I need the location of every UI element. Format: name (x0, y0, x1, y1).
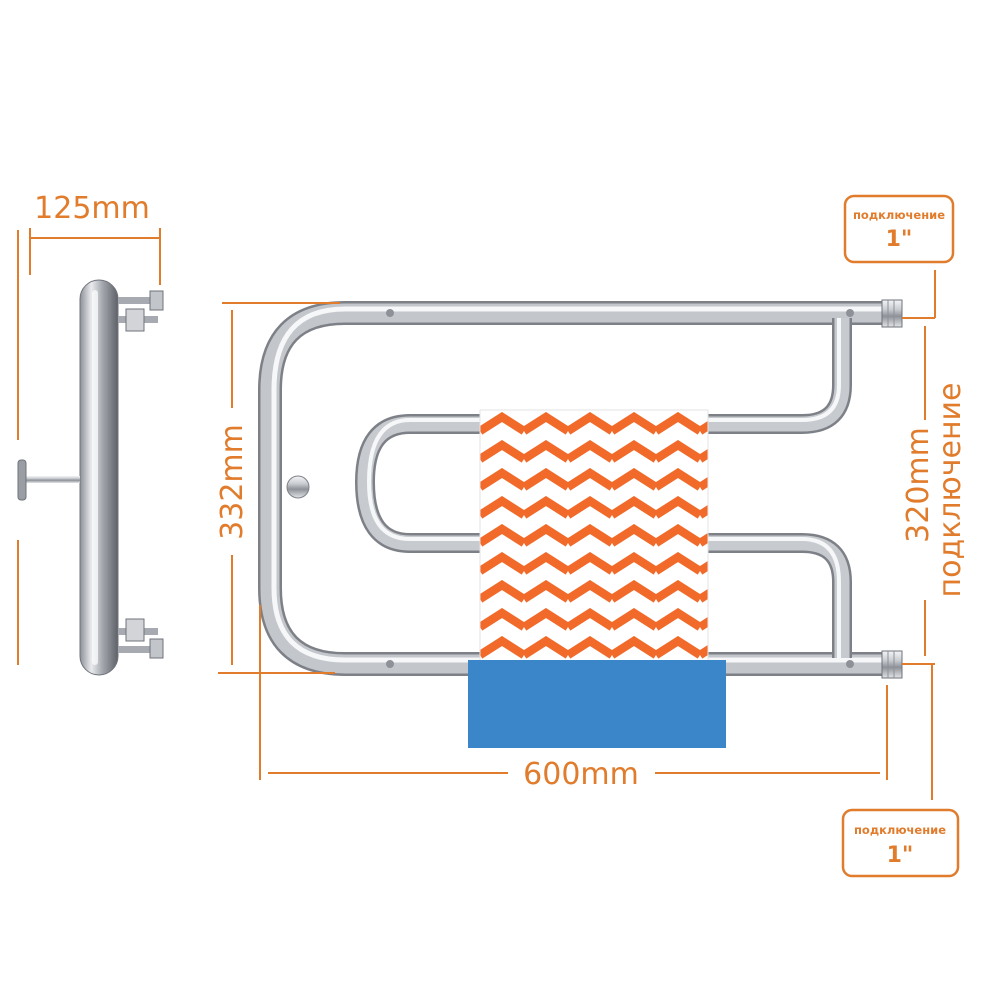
height-label: 332mm (215, 424, 250, 540)
top-connection-size: 1" (886, 227, 913, 252)
front-view (258, 299, 903, 748)
width-dimension: 600mm (259, 605, 888, 792)
bottom-connection-size: 1" (887, 843, 914, 868)
towel-band (468, 660, 726, 748)
height-dimension: 332mm (215, 302, 340, 674)
top-connector (881, 299, 903, 328)
wall-knob (286, 475, 310, 499)
depth-label: 125mm (34, 191, 150, 226)
bottom-connection-badge: подключение 1" (841, 808, 960, 878)
towel (468, 409, 726, 748)
top-bracket (118, 290, 164, 332)
bottom-bracket (118, 618, 164, 659)
outer-rail (258, 301, 885, 676)
center-distance-label: 320mm (901, 427, 936, 543)
bottom-connection-label: подключение (854, 823, 946, 837)
top-connection-label: подключение (853, 208, 945, 222)
inner-pipe (354, 318, 852, 658)
center-distance-dimension: 320mm подключение (901, 317, 968, 665)
depth-dimension: 125mm (29, 191, 161, 285)
wall-mount (17, 459, 80, 501)
center-distance-caption: подключение (933, 382, 968, 597)
width-label: 600mm (523, 757, 639, 792)
top-connection-badge: подключение 1" (843, 194, 955, 264)
side-view (17, 230, 164, 676)
bottom-connector (881, 650, 903, 679)
